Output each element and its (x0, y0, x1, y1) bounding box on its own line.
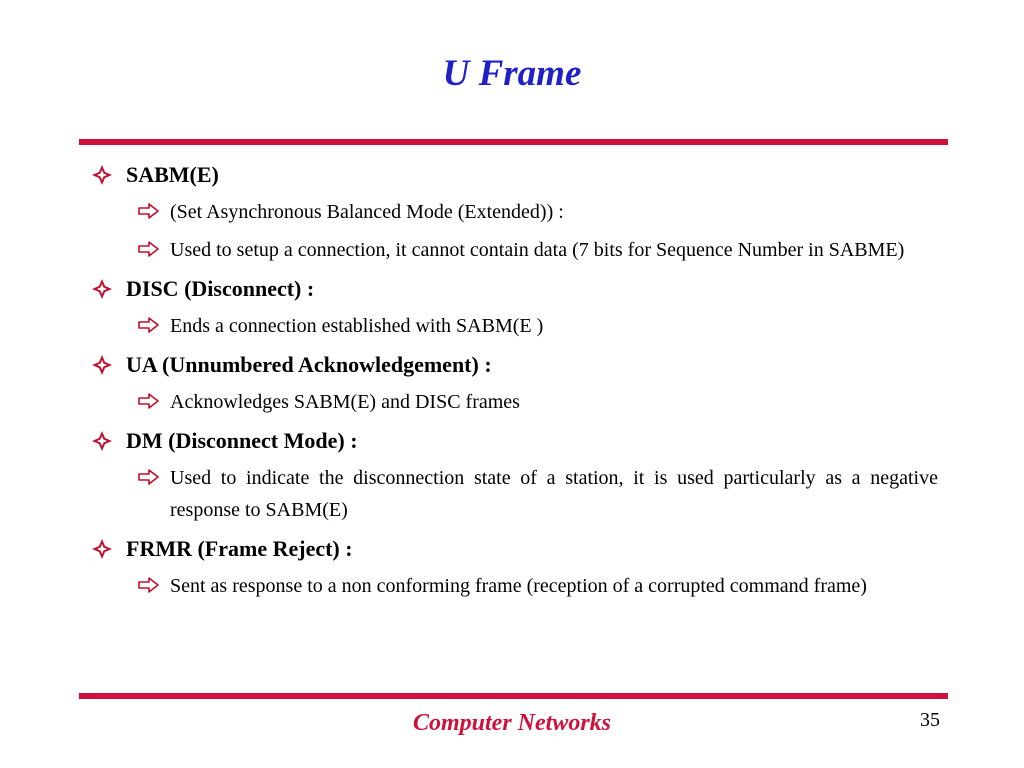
sub-item: (Set Asynchronous Balanced Mode (Extende… (88, 196, 938, 228)
sub-item: Sent as response to a non conforming fra… (88, 570, 938, 602)
diamond-bullet-icon (92, 165, 112, 185)
sub-item-text: Sent as response to a non conforming fra… (170, 575, 867, 597)
top-divider (79, 139, 948, 145)
diamond-bullet-icon (92, 539, 112, 559)
sub-item-text: (Set Asynchronous Balanced Mode (Extende… (170, 201, 564, 223)
bullet-item: SABM(E) (88, 158, 938, 192)
bullet-label: DM (Disconnect Mode) : (126, 428, 358, 453)
arrow-right-icon (138, 393, 159, 409)
bottom-divider (79, 693, 948, 699)
sub-item-text: Used to setup a connection, it cannot co… (170, 239, 905, 261)
bullet-item: DISC (Disconnect) : (88, 272, 938, 306)
diamond-bullet-icon (92, 279, 112, 299)
diamond-bullet-icon (92, 355, 112, 375)
bullet-item: FRMR (Frame Reject) : (88, 532, 938, 566)
bullet-label: UA (Unnumbered Acknowledgement) : (126, 352, 492, 377)
bullet-label: FRMR (Frame Reject) : (126, 536, 353, 561)
arrow-right-icon (138, 317, 159, 333)
bullet-label: SABM(E) (126, 162, 219, 187)
diamond-bullet-icon (92, 431, 112, 451)
sub-item-text: Used to indicate the disconnection state… (170, 467, 938, 521)
slide-title: U Frame (442, 53, 582, 94)
arrow-right-icon (138, 577, 159, 593)
sub-item: Acknowledges SABM(E) and DISC frames (88, 386, 938, 418)
sub-item: Ends a connection established with SABM(… (88, 310, 938, 342)
arrow-right-icon (138, 241, 159, 257)
bullet-item: UA (Unnumbered Acknowledgement) : (88, 348, 938, 382)
sub-item: Used to setup a connection, it cannot co… (88, 234, 938, 266)
sub-item-text: Ends a connection established with SABM(… (170, 315, 544, 337)
slide-content: SABM(E) (Set Asynchronous Balanced Mode … (88, 158, 938, 608)
sub-item: Used to indicate the disconnection state… (88, 462, 938, 526)
sub-item-text: Acknowledges SABM(E) and DISC frames (170, 391, 520, 413)
page-number: 35 (920, 709, 940, 731)
bullet-label: DISC (Disconnect) : (126, 276, 315, 301)
bullet-item: DM (Disconnect Mode) : (88, 424, 938, 458)
arrow-right-icon (138, 203, 159, 219)
arrow-right-icon (138, 469, 159, 485)
footer-title: Computer Networks (412, 710, 612, 736)
